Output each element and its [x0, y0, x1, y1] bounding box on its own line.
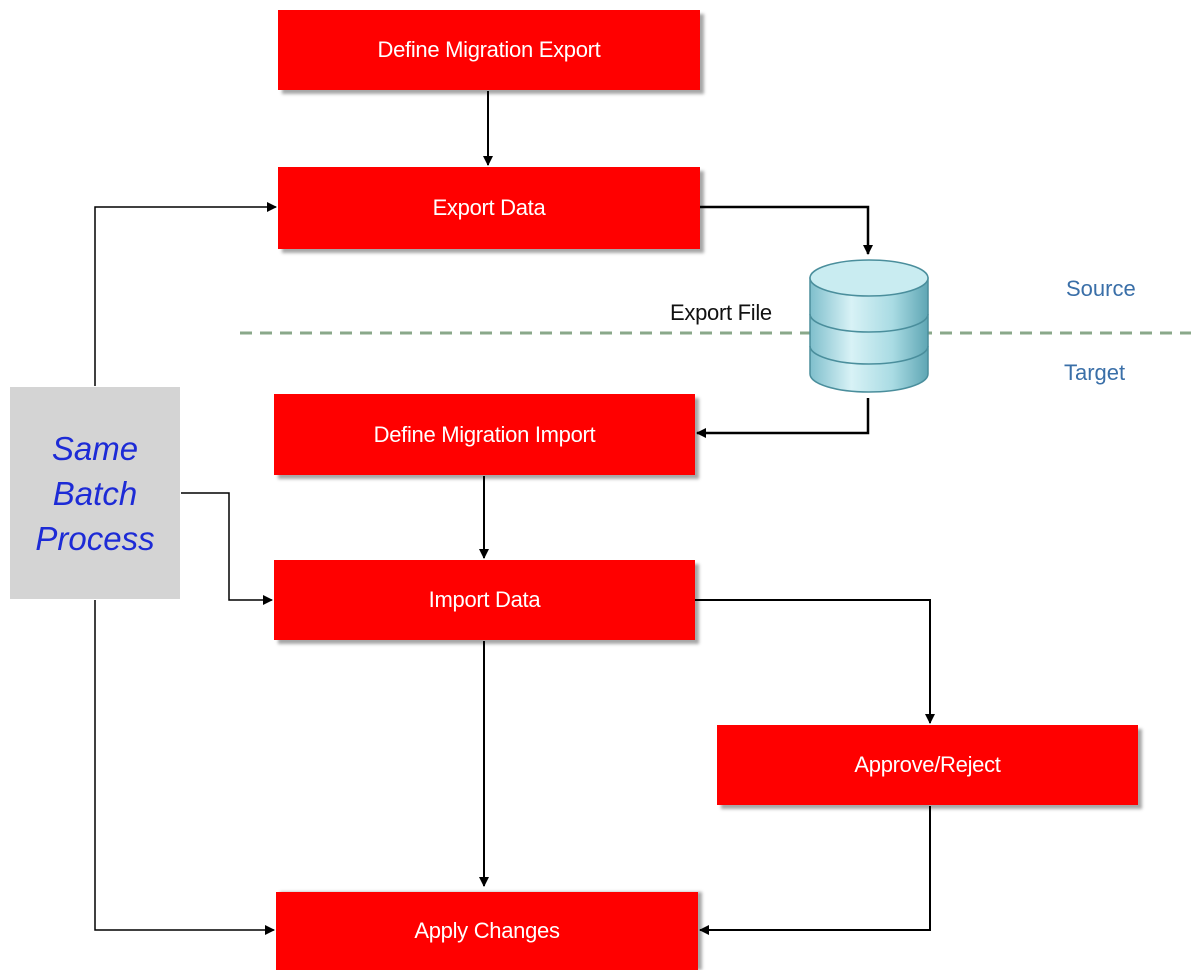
- batch-line-1: Same: [51, 429, 139, 467]
- target-zone-label: Target: [1064, 360, 1126, 385]
- arrow-export-data-to-file: [700, 205, 873, 255]
- approve-reject-box: Approve/Reject: [717, 725, 1138, 805]
- apply-changes-box: Apply Changes: [276, 892, 698, 970]
- export-file-label: Export File: [670, 300, 772, 325]
- arrow-batch-to-export-data: [94, 202, 277, 386]
- database-cylinder-icon: [809, 259, 929, 393]
- import-data-label: Import Data: [428, 587, 541, 612]
- define-migration-export-label: Define Migration Export: [377, 37, 601, 62]
- define-migration-import-label: Define Migration Import: [373, 421, 596, 447]
- define-migration-export-box: Define Migration Export: [278, 10, 700, 90]
- arrow-batch-to-apply: [94, 600, 275, 935]
- approve-reject-label: Approve/Reject: [854, 752, 1001, 777]
- export-data-box: Export Data: [278, 167, 700, 249]
- import-data-box: Import Data: [274, 560, 695, 640]
- arrow-batch-to-import-data: [181, 492, 273, 605]
- source-zone-label: Source: [1066, 276, 1136, 301]
- batch-line-3: Process: [35, 519, 155, 557]
- define-migration-import-box: Define Migration Import: [274, 394, 695, 475]
- apply-changes-label: Apply Changes: [414, 918, 560, 943]
- arrow-approve-to-apply: [699, 806, 931, 935]
- same-batch-process-box: Same Batch Process: [10, 387, 180, 599]
- arrow-file-to-define-import: [696, 398, 870, 438]
- export-data-label: Export Data: [432, 195, 546, 220]
- batch-line-2: Batch: [52, 474, 138, 512]
- arrow-import-data-to-approve: [695, 599, 935, 724]
